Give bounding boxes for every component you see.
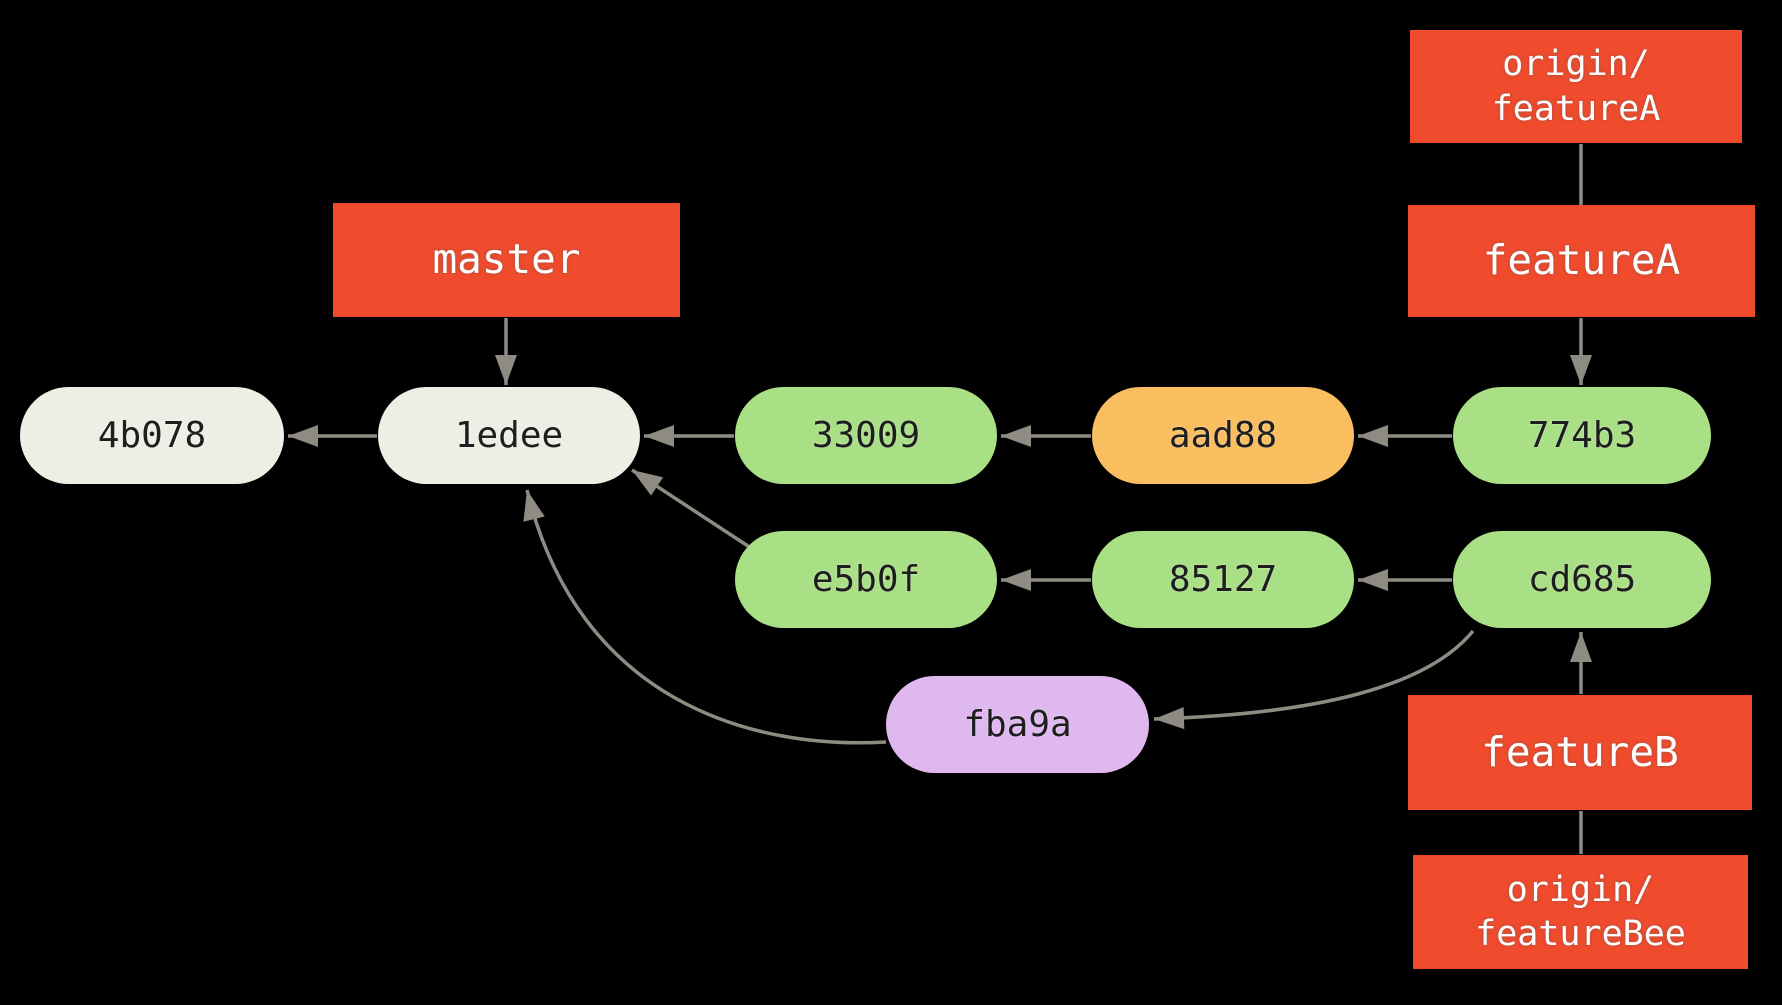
branch-label-text: featureBee [1475, 914, 1686, 954]
commit-node-774b3: 774b3 [1453, 387, 1711, 484]
commit-node-cd685: cd685 [1453, 531, 1711, 628]
commit-node-33009: 33009 [735, 387, 997, 484]
commit-node-aad88: aad88 [1092, 387, 1354, 484]
branch-label-master: master [333, 203, 680, 317]
commit-node-85127: 85127 [1092, 531, 1354, 628]
edge-fba9a-1edee [523, 489, 887, 745]
branch-label-text: featureA [1491, 88, 1661, 129]
commit-node-1edee: 1edee [378, 387, 640, 484]
edge-e5b0f-1edee [631, 468, 752, 550]
branch-label-featureA: featureA [1408, 205, 1755, 317]
commit-node-fba9a: fba9a [886, 676, 1149, 773]
edge-cd685-fba9a [1153, 629, 1475, 730]
branch-label-text: master [432, 235, 581, 284]
branch-label-text: origin/ [1506, 869, 1655, 910]
branch-label-origin-featureA: origin/ featureA [1410, 30, 1742, 143]
branch-label-text: featureA [1482, 236, 1681, 285]
branch-label-text: featureB [1481, 727, 1679, 776]
branch-label-origin-featureBee: origin/ featureBee [1413, 855, 1748, 969]
branch-label-featureB: featureB [1408, 695, 1752, 810]
branch-label-text: origin/ [1502, 44, 1650, 85]
commit-node-e5b0f: e5b0f [735, 531, 997, 628]
commit-node-4b078: 4b078 [20, 387, 284, 484]
